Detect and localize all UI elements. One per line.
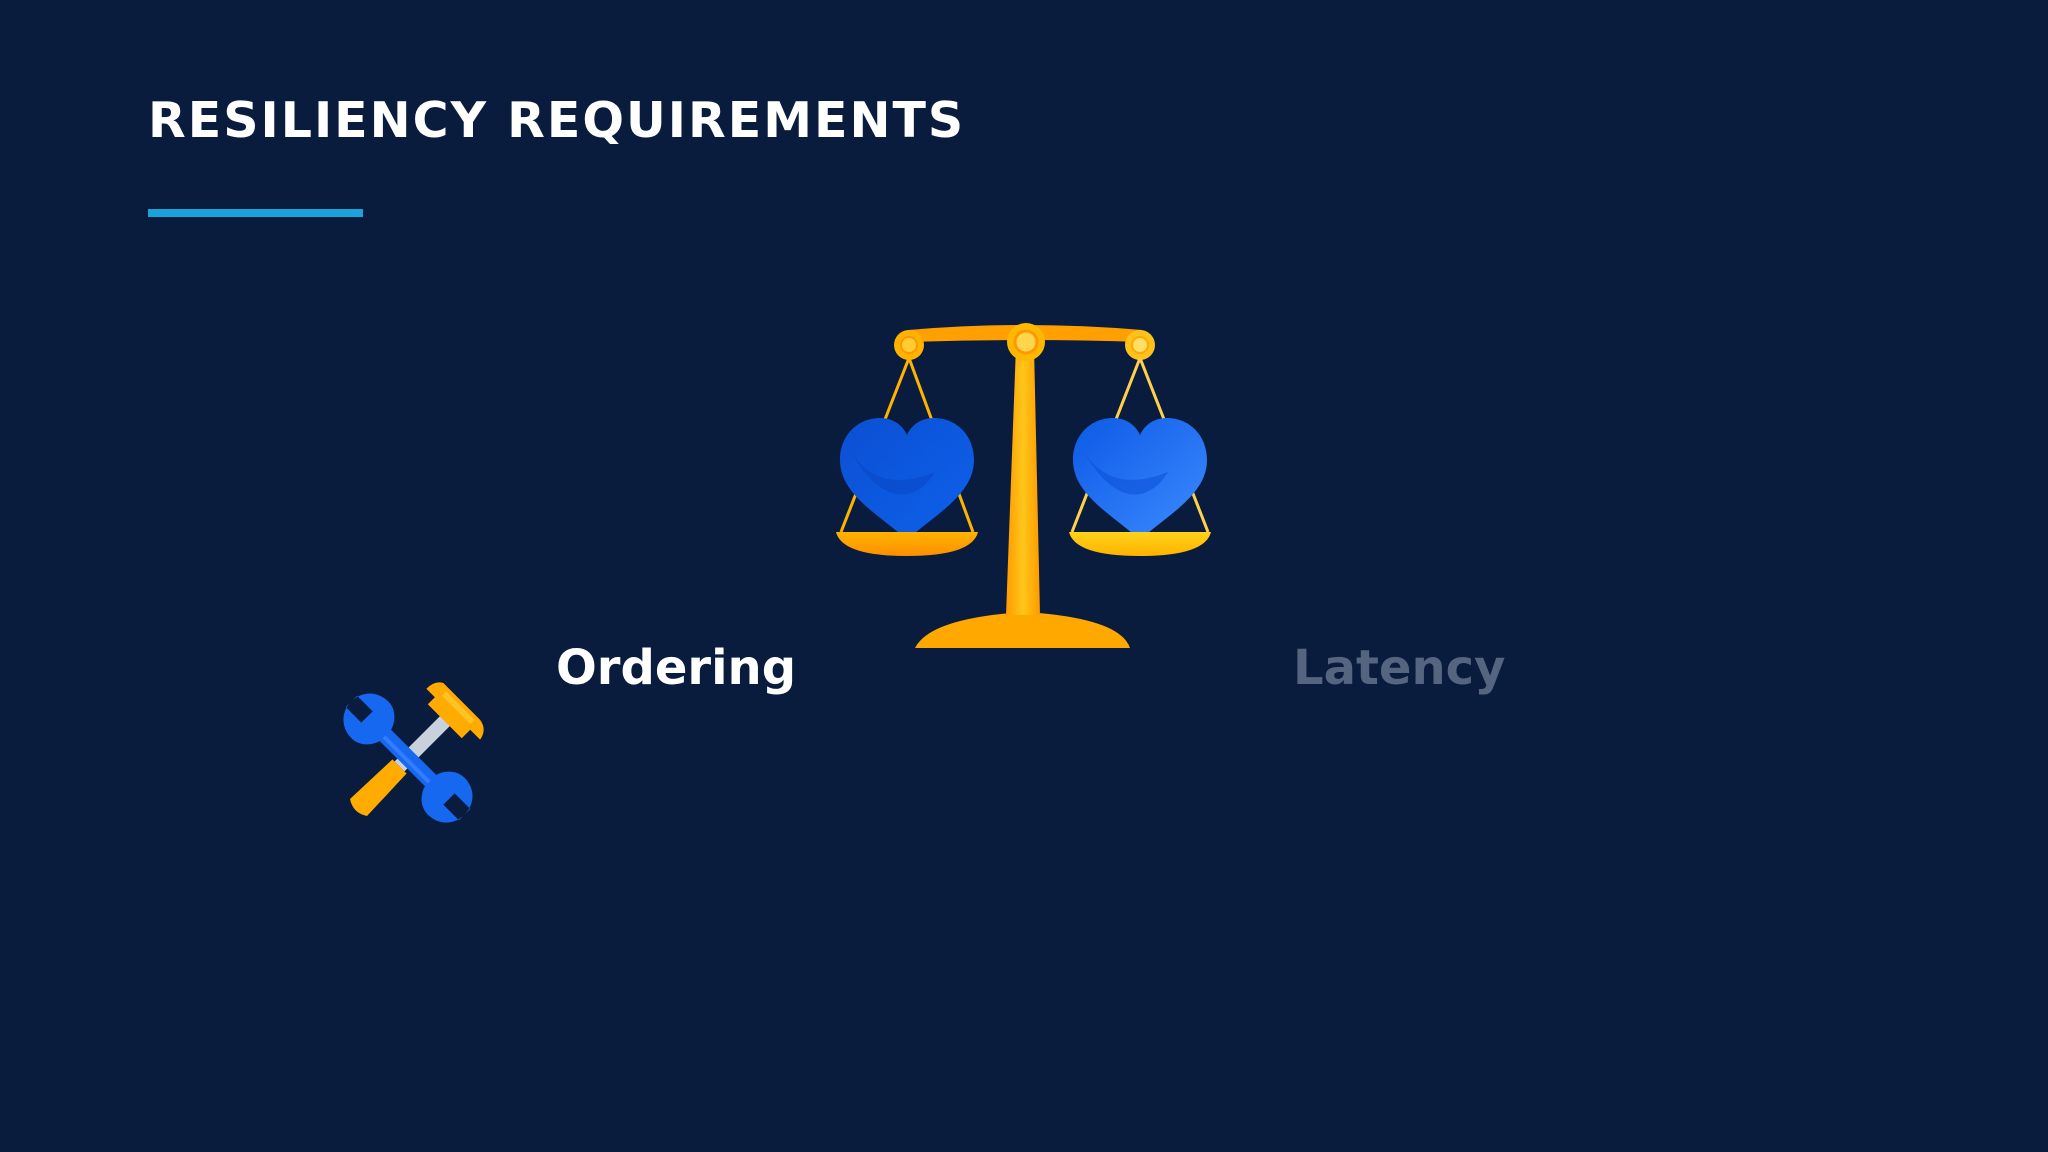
scale-pillar bbox=[1006, 346, 1040, 615]
hammer-grip bbox=[350, 759, 407, 816]
wrench-head-top bbox=[343, 693, 395, 745]
wrench-hammer-icon bbox=[343, 682, 484, 823]
hammer-head bbox=[426, 682, 484, 740]
latency-label: Latency bbox=[1293, 640, 1506, 696]
balance-scale-icon bbox=[836, 323, 1211, 648]
slide-title: RESILIENCY REQUIREMENTS bbox=[148, 92, 966, 149]
scale-pan-left bbox=[836, 532, 978, 556]
heart-icon-right bbox=[1073, 418, 1207, 540]
wrench-head-bottom bbox=[421, 771, 473, 823]
scale-base bbox=[915, 612, 1130, 648]
scale-pan-right bbox=[1069, 532, 1211, 556]
ordering-label: Ordering bbox=[556, 640, 797, 696]
heart-icon-left bbox=[840, 418, 974, 540]
title-accent-rule bbox=[148, 209, 363, 217]
